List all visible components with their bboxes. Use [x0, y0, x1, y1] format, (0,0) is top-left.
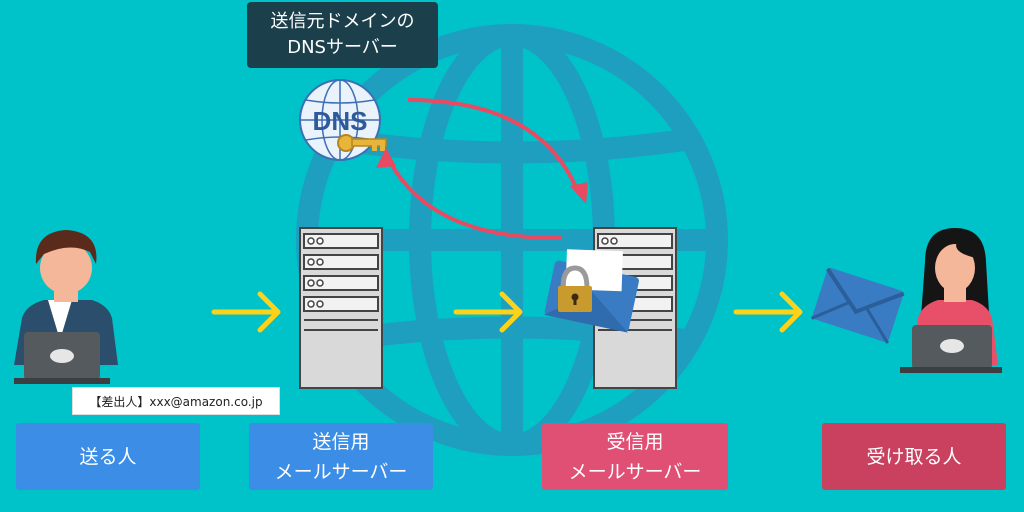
label-send-server-line1: 送信用 [312, 430, 370, 453]
arrow-to-dns-server [386, 157, 563, 241]
label-receive-server-line2: メールサーバー [568, 460, 702, 483]
dns-server-tooltip: 送信元ドメインの DNSサーバー [247, 2, 438, 68]
locked-envelope-icon [543, 249, 639, 333]
key-icon [337, 134, 387, 152]
receiver-person [900, 228, 1002, 373]
label-receive-server-line1: 受信用 [606, 430, 664, 453]
arrowhead-down [570, 182, 588, 204]
dns-tooltip-line1: 送信元ドメインの [270, 11, 415, 32]
envelope-icon [811, 267, 905, 344]
flow-arrow-1 [211, 291, 281, 333]
dns-badge-text: DNS [313, 106, 368, 136]
label-receiver-text: 受け取る人 [866, 445, 962, 468]
send-server-icon [299, 227, 383, 389]
label-receiver: 受け取る人 [822, 423, 1006, 490]
arrowhead-up [376, 148, 396, 168]
label-send-server-line2: メールサーバー [274, 460, 408, 483]
sender-person [14, 230, 118, 384]
label-sender: 送る人 [16, 423, 200, 490]
sender-address-note: 【差出人】xxx@amazon.co.jp [72, 387, 280, 415]
label-send-server: 送信用 メールサーバー [249, 423, 433, 490]
arrow-to-receive-server [407, 98, 580, 193]
label-sender-text: 送る人 [79, 445, 137, 468]
dns-query-arrows [386, 98, 580, 241]
flow-arrow-2 [453, 291, 523, 333]
flow-arrow-3 [733, 291, 803, 333]
flow-arrows [211, 291, 803, 333]
label-receive-server: 受信用 メールサーバー [542, 423, 728, 490]
dns-tooltip-line2: DNSサーバー [287, 37, 398, 58]
